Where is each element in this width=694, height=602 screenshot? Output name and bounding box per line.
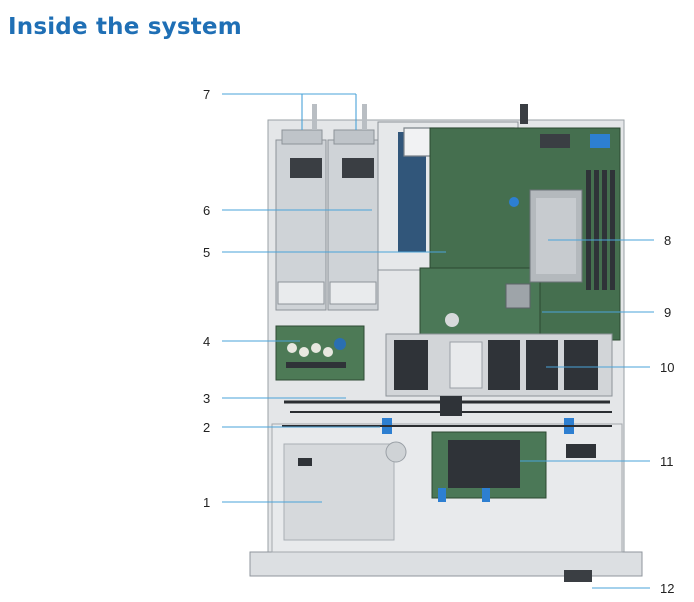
callout-11: 11 [660,454,674,469]
power-supply-units [275,104,379,311]
callout-8: 8 [664,233,671,248]
callout-1: 1 [203,495,210,510]
callout-6: 6 [203,203,210,218]
cable-routing [282,396,612,434]
page-title: Inside the system [8,14,242,40]
callout-4: 4 [203,334,210,349]
memory-modules [586,170,615,290]
system-board [419,127,621,341]
callout-7: 7 [203,87,210,102]
power-distribution-board [275,325,365,381]
callout-leaders [222,93,654,589]
callout-12: 12 [660,581,674,596]
front-tab [564,570,592,582]
callout-numbers: 7 6 5 4 3 2 1 8 9 10 11 12 [203,87,674,596]
callout-2: 2 [203,420,210,435]
processor-heat-sink [509,189,583,283]
callout-9: 9 [664,305,671,320]
storage-controller-card [431,431,547,502]
cooling-fans [385,333,613,397]
callout-3: 3 [203,391,210,406]
callout-10: 10 [660,360,674,375]
callout-5: 5 [203,245,210,260]
